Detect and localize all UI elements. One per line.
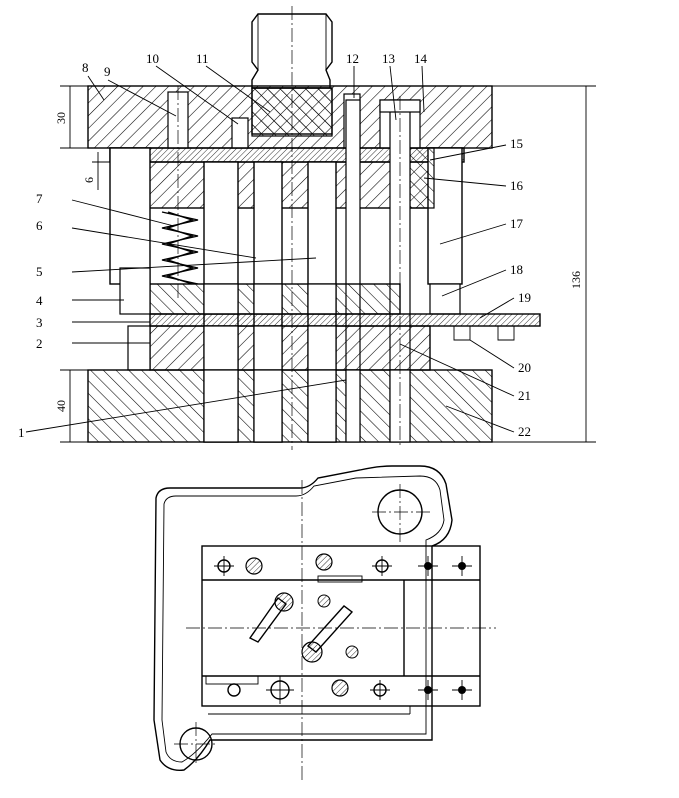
- lower-die-base: [87, 369, 493, 443]
- callout-2: 2: [36, 336, 43, 351]
- section-view: 30 6 40 136: [18, 6, 596, 450]
- guide-holes-top-row: [214, 553, 472, 583]
- spring: [161, 211, 199, 285]
- callout-5: 5: [36, 264, 43, 279]
- callout-21: 21: [518, 388, 531, 403]
- base-plate-outline: [153, 465, 453, 771]
- callout-14: 14: [414, 51, 428, 66]
- callout-9: 9: [104, 64, 111, 79]
- callout-6: 6: [36, 218, 43, 233]
- callout-17: 17: [510, 216, 524, 231]
- die-plate: [127, 325, 515, 371]
- callout-13: 13: [382, 51, 395, 66]
- guide-holes-bottom-row: [205, 675, 472, 704]
- callout-1: 1: [18, 425, 25, 440]
- mounting-hole-top-right: [372, 484, 430, 542]
- dim-gap: 6: [82, 177, 96, 183]
- callout-16: 16: [510, 178, 524, 193]
- punch-holder: [109, 147, 465, 285]
- callout-10: 10: [146, 51, 159, 66]
- callout-20: 20: [518, 360, 531, 375]
- upper-die-plate: [87, 85, 493, 149]
- callout-22: 22: [518, 424, 531, 439]
- stripper-plate: [119, 267, 461, 315]
- callout-7: 7: [36, 191, 43, 206]
- callout-11: 11: [196, 51, 209, 66]
- callout-19: 19: [518, 290, 531, 305]
- dim-total-height: 136: [569, 271, 583, 289]
- dimension-lines: [60, 85, 596, 443]
- callout-15: 15: [510, 136, 523, 151]
- mounting-hole-bottom-left: [174, 722, 218, 766]
- die-plate-outline: [201, 545, 481, 707]
- plan-view: [153, 465, 496, 780]
- callout-3: 3: [36, 315, 43, 330]
- callout-12: 12: [346, 51, 359, 66]
- leader-lines: [25, 65, 515, 433]
- callout-8: 8: [82, 60, 89, 75]
- callout-4: 4: [36, 293, 43, 308]
- callout-18: 18: [510, 262, 523, 277]
- dim-top-plate: 30: [54, 112, 68, 124]
- strip-material: [149, 313, 541, 327]
- center-punch-features: [248, 592, 359, 663]
- dim-bottom-plate: 40: [54, 400, 68, 412]
